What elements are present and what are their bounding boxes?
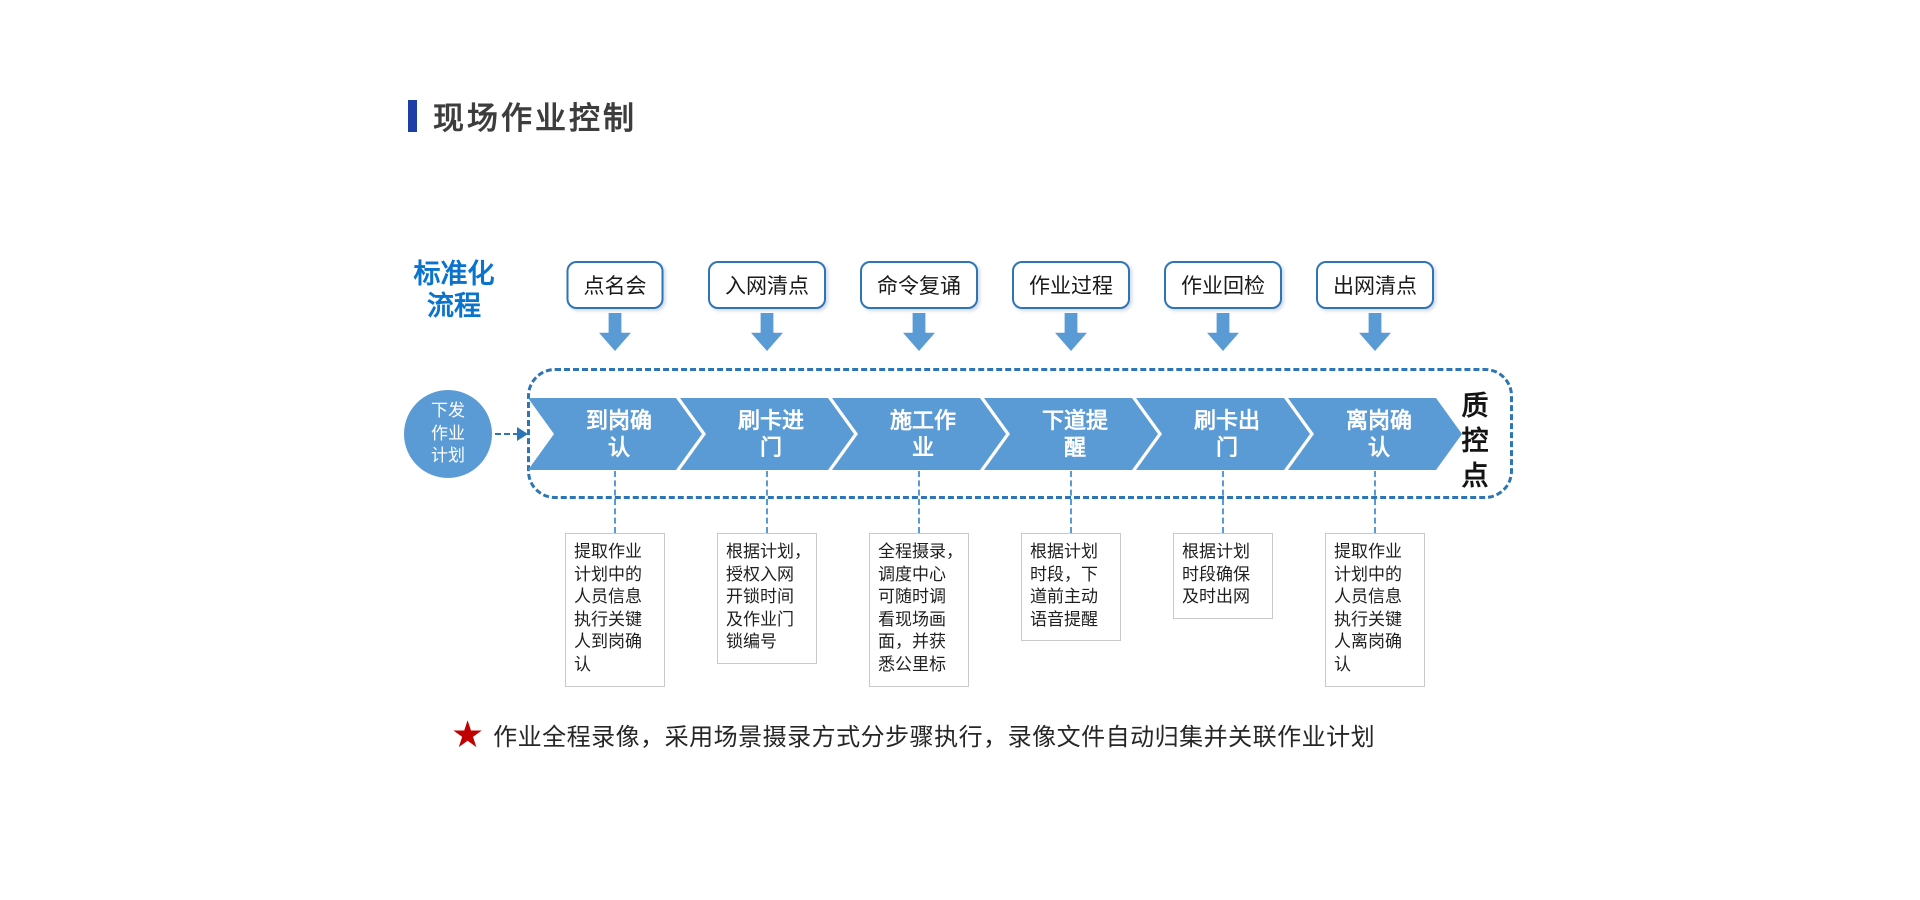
stage-box-operation-recheck: 作业回检	[1164, 261, 1282, 309]
step-description-arrival-confirm: 提取作业 计划中的 人员信息 执行关键 人到岗确 认	[565, 533, 665, 687]
down-arrow-icon	[1359, 313, 1391, 351]
down-arrow-icon	[903, 313, 935, 351]
page-title: 现场作业控制	[433, 101, 637, 136]
connector-line	[766, 471, 768, 533]
step-description-construction-work: 全程摄录， 调度中心 可随时调 看现场画 面，并获 悉公里标	[869, 533, 969, 687]
process-step-construction-work: 施工作 业	[832, 398, 1006, 470]
title-accent-bar	[408, 100, 417, 132]
step-description-card-exit: 根据计划 时段确保 及时出网	[1173, 533, 1273, 619]
connector-line	[1374, 471, 1376, 533]
flow-arrow-icon	[517, 427, 528, 441]
standard-process-label: 标准化 流程	[413, 259, 495, 321]
process-step-arrival-confirm: 到岗确 认	[528, 398, 702, 470]
connector-line	[1070, 471, 1072, 533]
process-boundary-frame	[527, 368, 1513, 499]
process-step-departure-confirm: 离岗确 认	[1288, 398, 1462, 470]
process-step-card-entry: 刷卡进 门	[680, 398, 854, 470]
start-node-issue-work-plan: 下发 作业 计划	[404, 390, 492, 478]
down-arrow-icon	[599, 313, 631, 351]
down-arrow-icon	[751, 313, 783, 351]
connector-line	[1222, 471, 1224, 533]
flow-arrow-line	[495, 433, 519, 435]
step-description-card-entry: 根据计划， 授权入网 开锁时间 及作业门 锁编号	[717, 533, 817, 665]
down-arrow-icon	[1055, 313, 1087, 351]
stage-box-roll-call: 点名会	[566, 261, 664, 309]
connector-line	[918, 471, 920, 533]
star-icon: ★	[451, 714, 485, 755]
process-step-clear-track-reminder: 下道提 醒	[984, 398, 1158, 470]
footnote: ★ 作业全程录像，采用场景摄录方式分步骤执行，录像文件自动归集并关联作业计划	[451, 716, 1375, 753]
process-step-card-exit: 刷卡出 门	[1136, 398, 1310, 470]
step-description-clear-track-reminder: 根据计划 时段，下 道前主动 语音提醒	[1021, 533, 1121, 642]
connector-line	[614, 471, 616, 533]
stage-box-network-entry-check: 入网清点	[708, 261, 826, 309]
stage-box-network-exit-check: 出网清点	[1316, 261, 1434, 309]
stage-box-command-readback: 命令复诵	[860, 261, 978, 309]
quality-control-label: 质控点	[1461, 391, 1489, 492]
down-arrow-icon	[1207, 313, 1239, 351]
footnote-text: 作业全程录像，采用场景摄录方式分步骤执行，录像文件自动归集并关联作业计划	[493, 724, 1376, 751]
stage-box-operation-process: 作业过程	[1012, 261, 1130, 309]
step-description-departure-confirm: 提取作业 计划中的 人员信息 执行关键 人离岗确 认	[1325, 533, 1425, 687]
